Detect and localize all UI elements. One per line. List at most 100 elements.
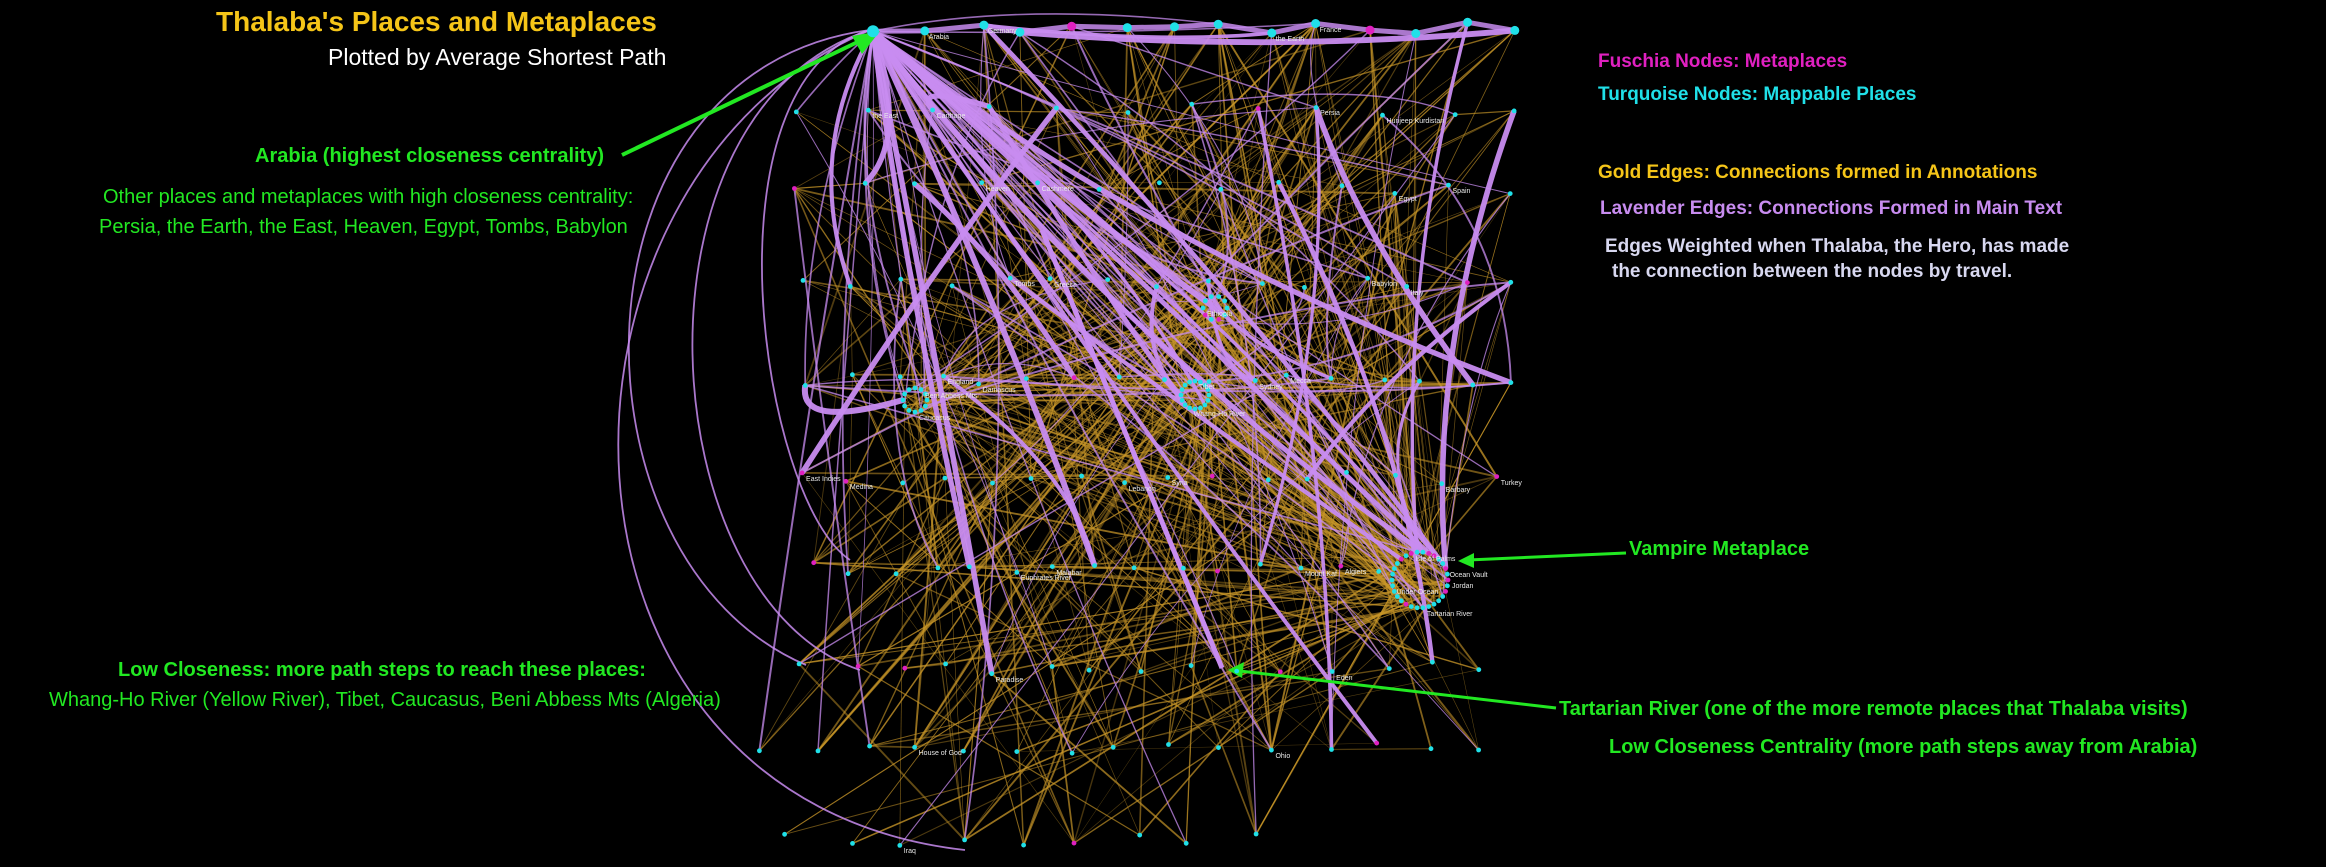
main-text-edge xyxy=(871,29,1512,386)
place-node xyxy=(935,565,941,571)
node-label: Greece xyxy=(1054,281,1078,289)
annotation-edge xyxy=(1208,394,1390,669)
main-text-edge xyxy=(865,106,1317,184)
main-text-edge xyxy=(1415,19,1469,36)
place-node xyxy=(1420,549,1426,555)
main-text-edge xyxy=(1156,283,1263,302)
main-text-edge xyxy=(1071,23,1128,31)
place-node xyxy=(976,381,981,387)
place-node xyxy=(1200,305,1206,311)
main-text-edge xyxy=(872,30,1201,383)
main-text-edge xyxy=(872,30,1206,316)
annotation-edge xyxy=(1071,26,1420,597)
annotation-edge xyxy=(1217,23,1498,478)
place-node xyxy=(902,391,907,397)
place-node xyxy=(1390,571,1395,577)
metaplace-node xyxy=(1443,566,1448,571)
node-label: Mecca xyxy=(1290,378,1311,386)
tartarian-arrow xyxy=(1239,669,1557,710)
place-node xyxy=(1131,565,1137,571)
main-text-edge xyxy=(804,30,874,386)
place-node xyxy=(867,743,872,749)
main-text-edge xyxy=(951,285,1390,670)
node-label: Malabar xyxy=(1056,569,1082,577)
annotation-edge xyxy=(813,562,1218,572)
place-node xyxy=(1014,749,1020,754)
place-node xyxy=(1439,481,1445,487)
place-node xyxy=(1216,745,1221,750)
place-node xyxy=(1265,477,1271,483)
main-text-edge xyxy=(872,30,1302,569)
place-node xyxy=(1304,476,1310,482)
annotation-edge xyxy=(1394,193,1437,574)
place-node xyxy=(900,480,906,486)
place-node xyxy=(1420,605,1426,611)
arabia-arrow xyxy=(621,36,867,157)
annotation-edge xyxy=(1052,565,1393,575)
annotation-edge xyxy=(900,278,1428,598)
place-node xyxy=(1154,284,1159,290)
place-node xyxy=(942,475,948,481)
metaplace-node xyxy=(843,478,849,484)
main-text-edge xyxy=(1019,31,1424,553)
place-node xyxy=(850,841,855,846)
place-node xyxy=(1428,746,1434,752)
metaplace-node xyxy=(811,560,817,566)
main-text-edge xyxy=(920,109,934,395)
place-node xyxy=(1092,563,1097,568)
place-node xyxy=(1049,564,1055,569)
node-label: Egypt xyxy=(1398,196,1417,204)
annotation-edge xyxy=(1168,380,1196,745)
annotation-edge xyxy=(1408,193,1511,567)
place-node xyxy=(1298,565,1304,571)
annotation-edge xyxy=(962,389,1183,752)
place-node xyxy=(1188,663,1194,668)
main-text-edge xyxy=(872,31,1187,844)
place-node xyxy=(1086,667,1092,673)
node-label: Ocean Vault xyxy=(1449,571,1488,579)
place-node xyxy=(1198,405,1203,411)
place-node xyxy=(1411,29,1421,38)
main-text-edge xyxy=(963,25,1000,841)
main-text-edge xyxy=(1098,188,1397,476)
main-text-edge xyxy=(893,279,939,569)
legend-mappable-places: Turquoise Nodes: Mappable Places xyxy=(1598,84,1917,105)
place-node xyxy=(979,20,989,30)
place-node xyxy=(1380,112,1385,118)
main-text-edge xyxy=(872,30,1468,284)
node-label: Lebanon xyxy=(1128,485,1156,493)
metaplace-node xyxy=(1365,25,1375,35)
annotation-edge xyxy=(904,393,946,479)
node-label: Damascus xyxy=(982,386,1016,394)
place-node xyxy=(1183,840,1189,846)
place-node xyxy=(1329,747,1334,752)
main-text-edge xyxy=(872,31,1073,754)
node-label: Heaven xyxy=(985,185,1010,193)
annotation-edge xyxy=(1271,32,1429,554)
place-node xyxy=(1187,379,1192,385)
place-node xyxy=(1382,377,1388,383)
main-text-edge xyxy=(829,30,875,288)
annotation-edge xyxy=(1406,286,1438,586)
annotation-edge xyxy=(869,606,1412,747)
place-node xyxy=(1202,382,1208,388)
node-label: Spain xyxy=(1452,188,1471,196)
main-text-edge xyxy=(1209,295,1332,380)
place-node xyxy=(1116,374,1122,380)
annotation-edge xyxy=(1191,23,1316,105)
annotation-edge xyxy=(1168,590,1446,745)
place-node xyxy=(1252,378,1258,383)
main-text-edge xyxy=(805,384,1435,557)
low-centrality-note: Low Closeness Centrality (more path step… xyxy=(1609,736,2198,758)
metaplace-node xyxy=(1215,568,1220,574)
place-node xyxy=(912,181,917,187)
main-text-edge xyxy=(1217,21,1273,36)
annotation-edge xyxy=(943,282,1511,377)
high-closeness-intro: Other places and metaplaces with high cl… xyxy=(103,186,634,208)
metaplace-node xyxy=(1216,317,1222,322)
main-text-edge xyxy=(1155,108,1259,288)
node-label: England xyxy=(947,379,974,387)
place-node xyxy=(1187,405,1192,411)
annotation-edge xyxy=(969,565,1443,598)
main-text-edge xyxy=(1191,93,1456,116)
